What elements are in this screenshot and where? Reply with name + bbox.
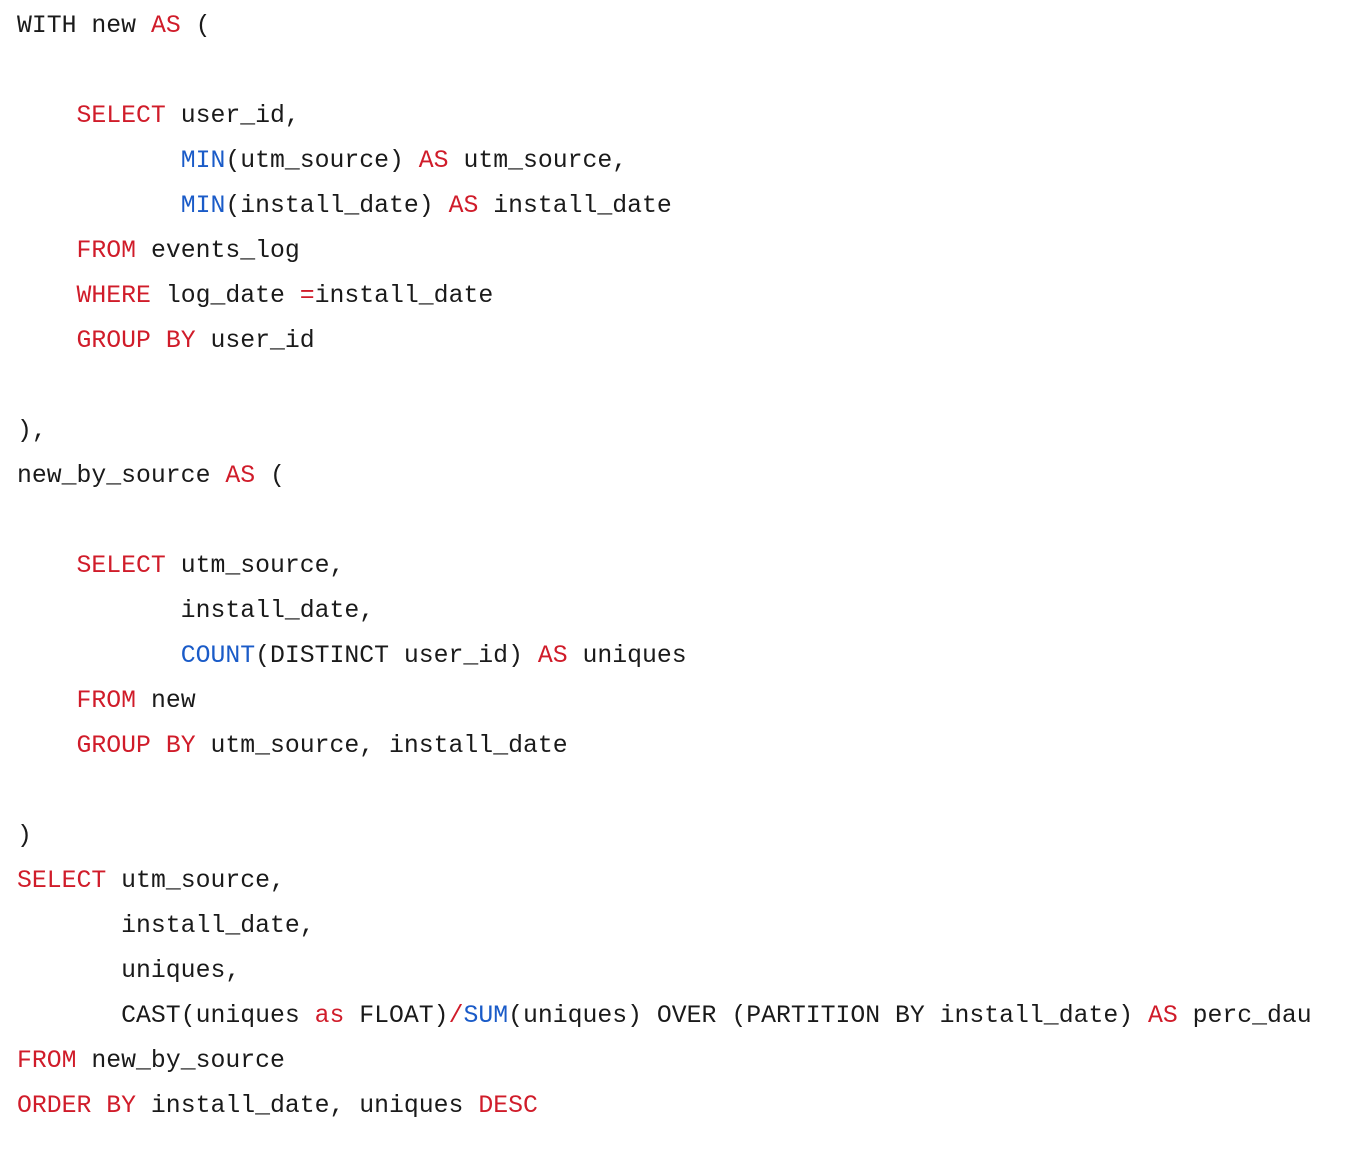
- code-line: [17, 364, 1312, 409]
- sql-keyword: AS: [537, 642, 568, 670]
- sql-text: [17, 552, 77, 580]
- sql-text: new: [136, 687, 196, 715]
- sql-text: (install_date): [225, 192, 449, 220]
- code-line: MIN(utm_source) AS utm_source,: [17, 139, 1312, 184]
- sql-text: [17, 237, 77, 265]
- code-line: [17, 499, 1312, 544]
- sql-keyword: AS: [150, 12, 181, 40]
- code-line: ORDER BY install_date, uniques DESC: [17, 1084, 1312, 1129]
- sql-text: new_by_source: [76, 1047, 285, 1075]
- sql-text: ),: [17, 417, 47, 445]
- code-line: GROUP BY user_id: [17, 319, 1312, 364]
- sql-function: MIN: [180, 192, 226, 220]
- code-line: install_date,: [17, 904, 1312, 949]
- sql-keyword: SELECT: [76, 102, 166, 130]
- sql-keyword: WHERE: [76, 282, 151, 310]
- sql-text: (DISTINCT user_id): [255, 642, 538, 670]
- code-line: FROM events_log: [17, 229, 1312, 274]
- code-line: WHERE log_date =install_date: [17, 274, 1312, 319]
- code-line: SELECT user_id,: [17, 94, 1312, 139]
- sql-text: [17, 102, 77, 130]
- sql-keyword: GROUP BY: [76, 327, 196, 355]
- sql-text: [17, 192, 181, 220]
- code-line: MIN(install_date) AS install_date: [17, 184, 1312, 229]
- sql-text: [17, 687, 77, 715]
- sql-keyword: as: [314, 1002, 345, 1030]
- sql-text: new_by_source: [17, 462, 226, 490]
- sql-text: FLOAT): [344, 1002, 449, 1030]
- sql-keyword: AS: [225, 462, 256, 490]
- code-line: install_date,: [17, 589, 1312, 634]
- sql-text: (utm_source): [225, 147, 419, 175]
- sql-keyword: ORDER BY: [17, 1092, 137, 1120]
- sql-text: utm_source,: [448, 147, 628, 175]
- sql-keyword: FROM: [76, 687, 137, 715]
- code-line: SELECT utm_source,: [17, 859, 1312, 904]
- sql-text: uniques,: [17, 957, 241, 985]
- sql-function: MIN: [180, 147, 226, 175]
- code-line: [17, 769, 1312, 814]
- sql-keyword: SELECT: [17, 867, 107, 895]
- code-line: ): [17, 814, 1312, 859]
- sql-text: log_date: [150, 282, 300, 310]
- sql-text: (: [255, 462, 285, 490]
- sql-keyword: FROM: [17, 1047, 77, 1075]
- sql-text: [17, 282, 77, 310]
- code-line: GROUP BY utm_source, install_date: [17, 724, 1312, 769]
- sql-keyword: DESC: [478, 1092, 538, 1120]
- sql-text: install_date: [314, 282, 494, 310]
- sql-text: [17, 327, 77, 355]
- code-line: new_by_source AS (: [17, 454, 1312, 499]
- sql-text: [17, 732, 77, 760]
- sql-text: (uniques) OVER (PARTITION BY install_dat…: [508, 1002, 1148, 1030]
- sql-keyword: AS: [448, 192, 479, 220]
- code-line: ),: [17, 409, 1312, 454]
- sql-text: utm_source, install_date: [195, 732, 568, 760]
- sql-keyword: GROUP BY: [76, 732, 196, 760]
- code-line: FROM new: [17, 679, 1312, 724]
- sql-text: perc_dau: [1177, 1002, 1312, 1030]
- sql-text: [17, 147, 181, 175]
- sql-function: SUM: [463, 1002, 509, 1030]
- sql-text: install_date,: [17, 597, 375, 625]
- sql-text: utm_source,: [165, 552, 345, 580]
- code-line: COUNT(DISTINCT user_id) AS uniques: [17, 634, 1312, 679]
- sql-code-block: WITH new AS ( SELECT user_id, MIN(utm_so…: [17, 4, 1312, 1129]
- code-line: CAST(uniques as FLOAT)/SUM(uniques) OVER…: [17, 994, 1312, 1039]
- code-line: SELECT utm_source,: [17, 544, 1312, 589]
- sql-keyword: AS: [418, 147, 449, 175]
- code-line: [17, 49, 1312, 94]
- sql-text: events_log: [136, 237, 300, 265]
- sql-keyword: =: [299, 282, 315, 310]
- sql-keyword: /: [448, 1002, 464, 1030]
- sql-text: install_date: [478, 192, 672, 220]
- code-line: FROM new_by_source: [17, 1039, 1312, 1084]
- sql-text: user_id,: [165, 102, 300, 130]
- sql-keyword: AS: [1147, 1002, 1178, 1030]
- sql-text: [17, 642, 181, 670]
- sql-keyword: FROM: [76, 237, 137, 265]
- sql-text: utm_source,: [106, 867, 285, 895]
- sql-text: user_id: [195, 327, 315, 355]
- code-line: WITH new AS (: [17, 4, 1312, 49]
- sql-text: CAST(uniques: [17, 1002, 315, 1030]
- sql-text: install_date,: [17, 912, 315, 940]
- sql-text: install_date, uniques: [136, 1092, 479, 1120]
- sql-text: WITH new: [17, 12, 151, 40]
- sql-function: COUNT: [180, 642, 256, 670]
- sql-text: ): [17, 822, 32, 850]
- code-line: uniques,: [17, 949, 1312, 994]
- sql-keyword: SELECT: [76, 552, 166, 580]
- sql-text: uniques: [567, 642, 687, 670]
- sql-text: (: [180, 12, 211, 40]
